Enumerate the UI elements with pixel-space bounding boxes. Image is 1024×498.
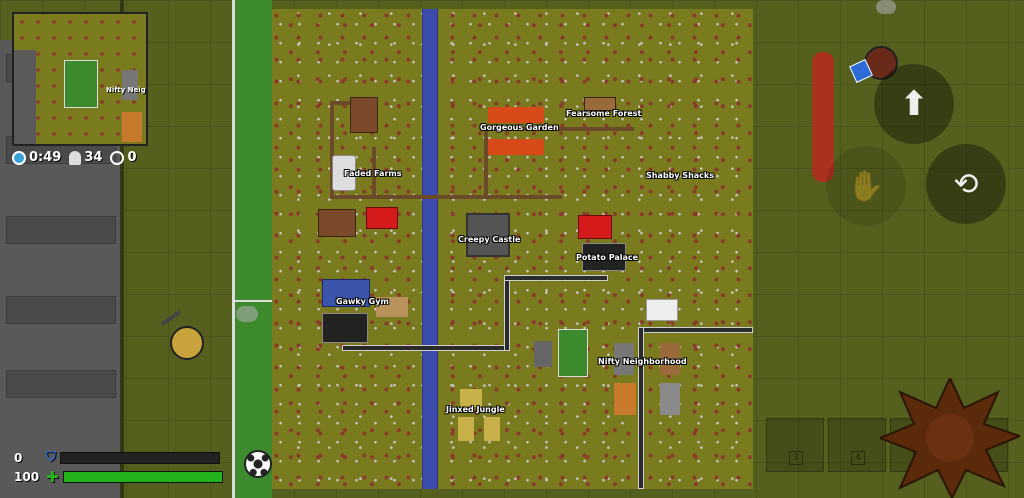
red-barn	[366, 207, 398, 229]
armor-row: 0 ⛉	[14, 450, 220, 465]
minimap-city	[14, 50, 36, 144]
tent	[646, 299, 678, 321]
health-value: 100	[14, 470, 40, 484]
city-block	[6, 370, 116, 398]
hay-bale	[484, 417, 500, 441]
player-character	[170, 326, 204, 360]
person-icon	[69, 150, 82, 165]
kills-stat: 0	[110, 150, 136, 165]
silo	[332, 155, 356, 191]
road	[504, 275, 510, 351]
inventory-slot[interactable]: 4	[828, 418, 886, 472]
palace-base	[582, 243, 626, 271]
cabin	[584, 97, 616, 111]
gym-roof	[322, 279, 370, 307]
swap-icon: ⟲	[953, 166, 979, 202]
kills-value: 0	[127, 150, 137, 165]
house	[614, 383, 636, 415]
arrow-up-icon: ⬆	[899, 84, 929, 124]
tree-shape	[877, 375, 1023, 498]
house	[660, 343, 680, 375]
road	[504, 275, 608, 281]
minimap-building	[122, 70, 138, 100]
crosshair-icon	[110, 150, 125, 165]
health-bar-fill	[63, 472, 222, 482]
crate	[376, 297, 408, 317]
pickaxe-icon	[160, 310, 182, 326]
garden-bed	[488, 107, 544, 123]
minimap[interactable]: Nifty Neig	[12, 12, 148, 146]
armor-bar	[59, 451, 220, 464]
cloud-icon	[236, 306, 258, 322]
jump-button[interactable]: ⬆	[874, 64, 954, 144]
location-faded-farms: Faded Farms	[344, 169, 402, 178]
full-map: Gorgeous Garden Fearsome Forest Faded Fa…	[272, 9, 753, 489]
field-line	[235, 300, 275, 302]
location-potato-palace: Potato Palace	[576, 253, 639, 262]
palace-roof	[578, 215, 612, 239]
hay-bale	[460, 389, 482, 407]
location-gorgeous-garden: Gorgeous Garden	[480, 123, 559, 132]
players-value: 34	[84, 150, 103, 165]
location-jinxed-jungle: Jinxed Jungle	[446, 405, 505, 414]
clock-icon	[12, 150, 26, 165]
armor-value: 0	[14, 450, 23, 465]
dirt-path	[484, 127, 488, 195]
city-block	[6, 296, 116, 324]
swap-weapon-button[interactable]: ⟲	[926, 144, 1006, 224]
match-stats: 0:49 34 0	[12, 150, 136, 165]
mini-soccer-field	[558, 329, 588, 377]
slot-number: 3	[789, 451, 803, 465]
road	[642, 327, 753, 333]
location-creepy-castle: Creepy Castle	[458, 235, 521, 244]
hay-bale	[458, 417, 474, 441]
health-row: 100 ✚	[14, 468, 223, 486]
castle	[466, 213, 510, 257]
health-bar	[62, 471, 223, 483]
house	[660, 383, 680, 415]
crop-plot	[350, 97, 378, 133]
hedge-border	[120, 0, 124, 498]
location-shabby-shacks: Shabby Shacks	[646, 171, 714, 180]
house	[614, 343, 634, 375]
minimap-building	[122, 112, 142, 142]
gym-base	[322, 313, 368, 343]
dirt-path	[334, 195, 562, 199]
shield-icon: ⛉	[46, 450, 56, 465]
slot-number: 4	[851, 451, 865, 465]
timer-value: 0:49	[29, 150, 62, 165]
location-fearsome-forest: Fearsome Forest	[566, 109, 642, 118]
red-bush	[812, 52, 834, 182]
minimap-location-label: Nifty Neig	[106, 86, 146, 94]
inventory-slot[interactable]: 3	[766, 418, 824, 472]
timer-stat: 0:49	[12, 150, 61, 165]
tree	[877, 375, 1023, 498]
crop-plot	[318, 209, 356, 237]
river	[422, 9, 438, 489]
location-gawky-gym: Gawky Gym	[336, 297, 389, 306]
hand-icon: ✋	[847, 168, 885, 204]
road	[342, 345, 510, 351]
interact-button[interactable]: ✋	[826, 146, 906, 226]
dirt-path	[330, 101, 334, 199]
dirt-path	[484, 127, 634, 131]
soccer-ball-icon	[244, 450, 272, 478]
location-nifty-neighborhood: Nifty Neighborhood	[598, 357, 687, 366]
road	[638, 327, 644, 489]
players-stat: 34	[69, 150, 102, 165]
city-block	[6, 216, 116, 244]
cloud-icon	[876, 0, 896, 14]
garden-bed	[488, 139, 544, 155]
house	[534, 341, 552, 367]
soccer-field	[232, 0, 275, 498]
plus-icon: ✚	[46, 468, 59, 486]
minimap-field	[64, 60, 98, 108]
dirt-path	[372, 147, 376, 195]
